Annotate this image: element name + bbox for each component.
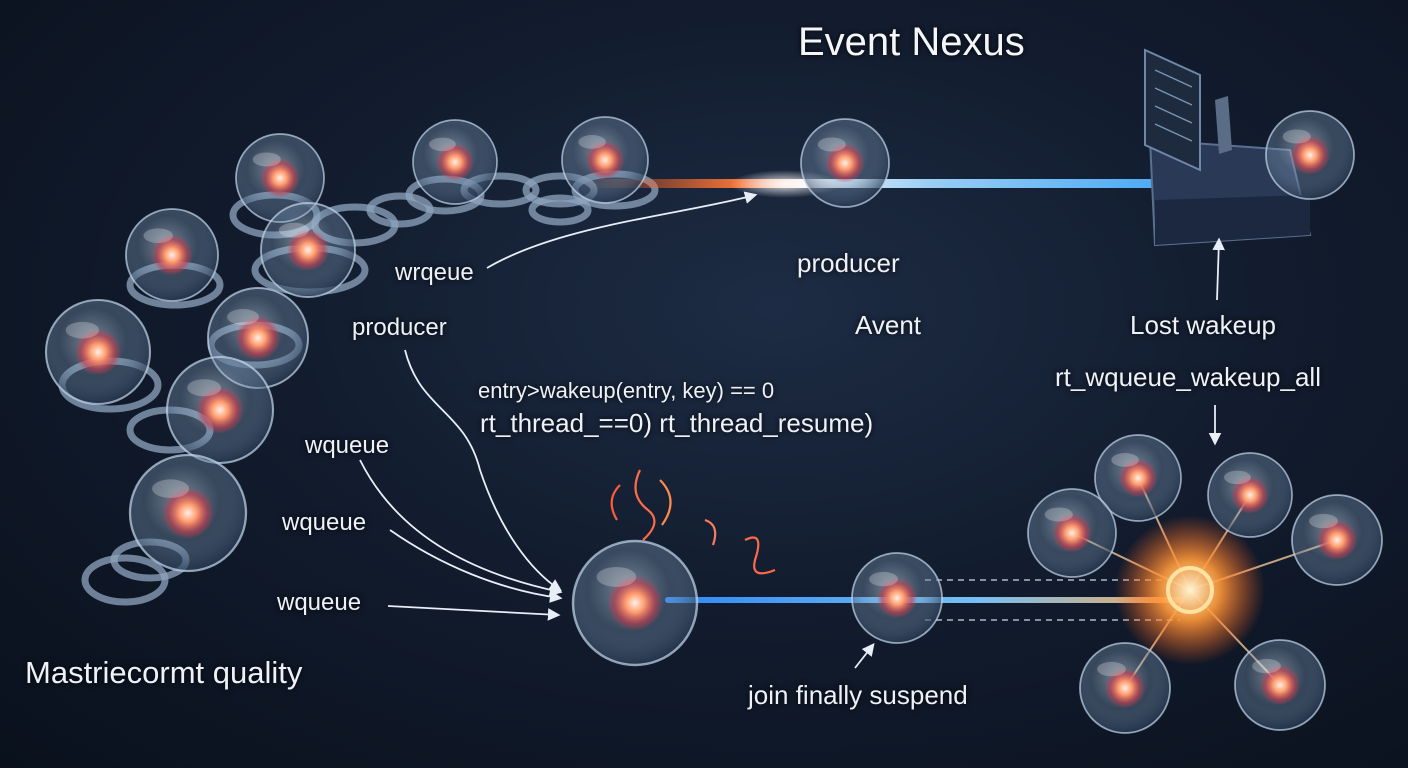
join-suspend-label: join finally suspend xyxy=(748,680,968,711)
producer-left-label: producer xyxy=(352,314,447,342)
orb-ring-03 xyxy=(1028,489,1116,577)
wqueue-label-1: wqueue xyxy=(305,432,389,460)
orb-ring-02 xyxy=(1208,453,1292,537)
orb-suspend xyxy=(852,553,942,643)
orb-producer xyxy=(801,119,889,207)
wqueue-label-2: wqueue xyxy=(282,509,366,537)
orb-central xyxy=(573,541,697,665)
orb-device xyxy=(1266,111,1354,199)
burst-glow xyxy=(1115,515,1265,665)
orb-chain-08 xyxy=(167,357,273,463)
page-title: Event Nexus xyxy=(798,20,1025,65)
arrow-lost-wakeup xyxy=(1217,240,1219,300)
arrow-wqueue-2 xyxy=(390,530,560,598)
orb-chain-04 xyxy=(126,209,218,301)
arrow-join xyxy=(855,645,873,668)
avent-label: Avent xyxy=(855,310,921,341)
orb-ring-04 xyxy=(1292,495,1382,585)
entry-call-label: entry>wakeup(entry, key) == 0 xyxy=(478,378,774,404)
bottom-left-caption: Mastriecormt quality xyxy=(25,655,302,691)
lost-wakeup-label: Lost wakeup xyxy=(1130,310,1276,341)
orb-ring-06 xyxy=(1235,640,1325,730)
arrow-wqueue-3 xyxy=(388,606,558,615)
orb-chain-02 xyxy=(413,120,497,204)
wakeup-all-label: rt_wqueue_wakeup_all xyxy=(1055,362,1321,393)
orb-ring-05 xyxy=(1080,643,1170,733)
orb-chain-09 xyxy=(130,455,246,571)
orb-chain-06 xyxy=(46,300,150,404)
thread-resume-label: rt_thread_==0) rt_thread_resume) xyxy=(480,408,873,439)
top-beam xyxy=(580,179,1220,188)
wrqeue-label: wrqeue xyxy=(395,259,474,287)
producer-top-label: producer xyxy=(797,248,900,279)
wqueue-label-3: wqueue xyxy=(277,589,361,617)
arrow-wqueue-1 xyxy=(360,460,560,592)
orb-chain-05 xyxy=(261,203,355,297)
orb-chain-03 xyxy=(562,117,648,203)
